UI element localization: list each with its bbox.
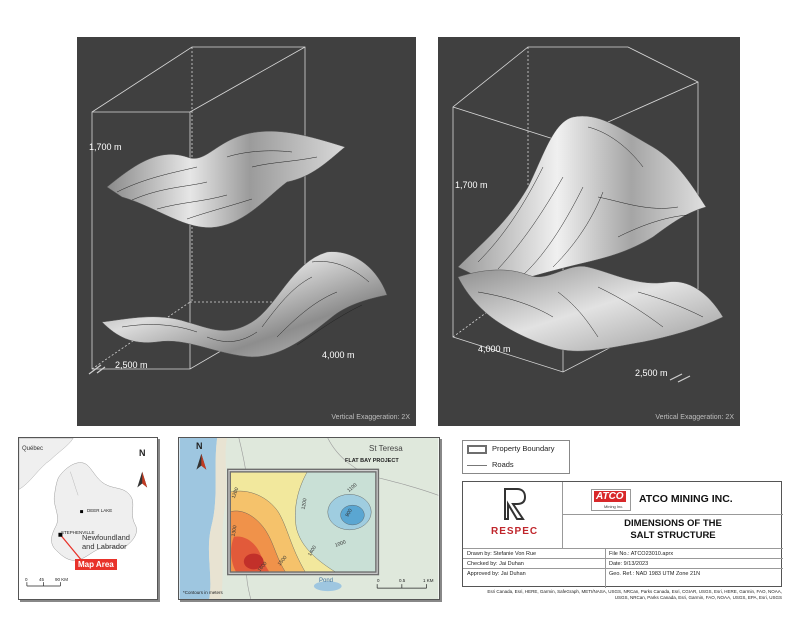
geo-reference: Geo. Ref.: NAD 1983 UTM Zone 21N	[609, 570, 701, 577]
legend-roads-label: Roads	[492, 460, 514, 469]
upper-salt-surface	[106, 131, 346, 228]
lower-salt-surface	[457, 265, 724, 352]
3d-box-right	[452, 46, 724, 383]
depth-label-top: 1,700 m	[455, 180, 488, 190]
scale-tick-0: 0	[377, 578, 380, 583]
province-label: Québec	[22, 446, 44, 452]
credits-line-2: USGS, NRCan, Parks Canada, Esri, Garmin,…	[614, 595, 782, 600]
consultant-name: RESPEC	[491, 526, 539, 537]
newfoundland-map	[19, 438, 157, 599]
scale-tick-2: 1 KM	[423, 578, 434, 583]
scale-tick-2: 90 KM	[55, 577, 69, 582]
3d-box-left	[88, 46, 388, 375]
vertical-exaggeration: Vertical Exaggeration: 2X	[655, 414, 734, 421]
basemap-credits: Esri Canada, Esri, HERE, Garmin, SafeGra…	[462, 589, 782, 601]
axis-arrow-icon	[88, 364, 106, 375]
map-legend: Property Boundary Roads	[462, 440, 570, 474]
region-label-line2: and Labrador	[82, 542, 127, 551]
client-name: ATCO MINING INC.	[639, 493, 733, 505]
place-label: St Teresa	[369, 444, 403, 453]
title-row-3: Approved by: Jai Duhan Geo. Ref.: NAD 19…	[463, 568, 783, 578]
place-label-stephenville: STEPHENVILLE	[61, 530, 95, 535]
date: Date: 9/13/2023	[609, 560, 649, 567]
place-label-deer-lake: DEER LAKE	[87, 508, 113, 513]
title-line-2: SALT STRUCTURE	[630, 530, 716, 541]
credits-line-1: Esri Canada, Esri, HERE, Garmin, SafeGra…	[487, 589, 782, 594]
axis-arrow-icon	[669, 373, 691, 383]
checked-by: Checked by: Jai Duhan	[467, 560, 524, 567]
deer-lake-marker	[80, 510, 84, 514]
title-row-1: Drawn by: Stefanie Von Rue File No.: ATC…	[463, 548, 783, 558]
scale-tick-1: 0.5	[399, 578, 406, 583]
scale-tick-0: 0	[25, 577, 28, 582]
legend-boundary-swatch	[467, 445, 487, 454]
file-number: File No.: ATCO23010.aprx	[609, 550, 674, 557]
vertical-exaggeration: Vertical Exaggeration: 2X	[331, 414, 410, 421]
region-label-line1: Newfoundland	[82, 533, 130, 542]
upper-salt-surface	[457, 115, 707, 288]
consultant-logo-area: RESPEC	[463, 482, 563, 548]
lower-salt-surface	[101, 251, 388, 358]
dimension-label-length: 4,000 m	[478, 344, 511, 354]
scale-bar	[26, 582, 61, 587]
dimension-label-length: 4,000 m	[322, 350, 355, 360]
scale-bar	[376, 584, 427, 589]
client-area: ATCO Mining Inc. ATCO MINING INC. DIMENS…	[563, 482, 783, 548]
legend-boundary-label: Property Boundary	[492, 444, 555, 453]
atco-logo-sub: Mining Inc.	[604, 504, 624, 509]
project-contour-map	[179, 438, 439, 599]
north-label: N	[196, 441, 203, 451]
regional-inset-map: Québec N DEER LAKE STEPHENVILLE Newfound…	[18, 437, 158, 600]
atco-logo-text: ATCO	[594, 491, 626, 502]
project-label: FLAT BAY PROJECT	[345, 458, 399, 464]
north-label: N	[139, 448, 146, 458]
contour-note: *Contours in meters	[183, 590, 223, 595]
title-block: RESPEC ATCO Mining Inc. ATCO MINING INC.…	[462, 481, 783, 588]
respec-logo-icon	[504, 488, 527, 520]
contour-surface	[228, 470, 378, 574]
3d-view-left: 1,700 m 2,500 m 4,000 m Vertical Exagger…	[77, 37, 416, 426]
map-area-callout: Map Area	[75, 559, 117, 570]
drawn-by: Drawn by: Stefanie Von Rue	[467, 550, 537, 557]
water-label: Pond	[319, 578, 334, 584]
depth-label-top: 1,700 m	[89, 142, 122, 152]
site-inset-map: N St Teresa FLAT BAY PROJECT 1200 1100 1…	[178, 437, 440, 600]
approved-by: Approved by: Jai Duhan	[467, 570, 526, 577]
3d-view-right: 1,700 m 4,000 m 2,500 m Vertical Exagger…	[438, 37, 740, 426]
dimension-label-width: 2,500 m	[635, 368, 668, 378]
title-line-1: DIMENSIONS OF THE	[624, 518, 722, 529]
scale-tick-1: 45	[39, 577, 45, 582]
dimension-label-width: 2,500 m	[115, 360, 148, 370]
title-row-2: Checked by: Jai Duhan Date: 9/13/2023	[463, 558, 783, 568]
atco-logo: ATCO Mining Inc.	[591, 489, 631, 511]
legend-roads-swatch	[467, 465, 487, 466]
